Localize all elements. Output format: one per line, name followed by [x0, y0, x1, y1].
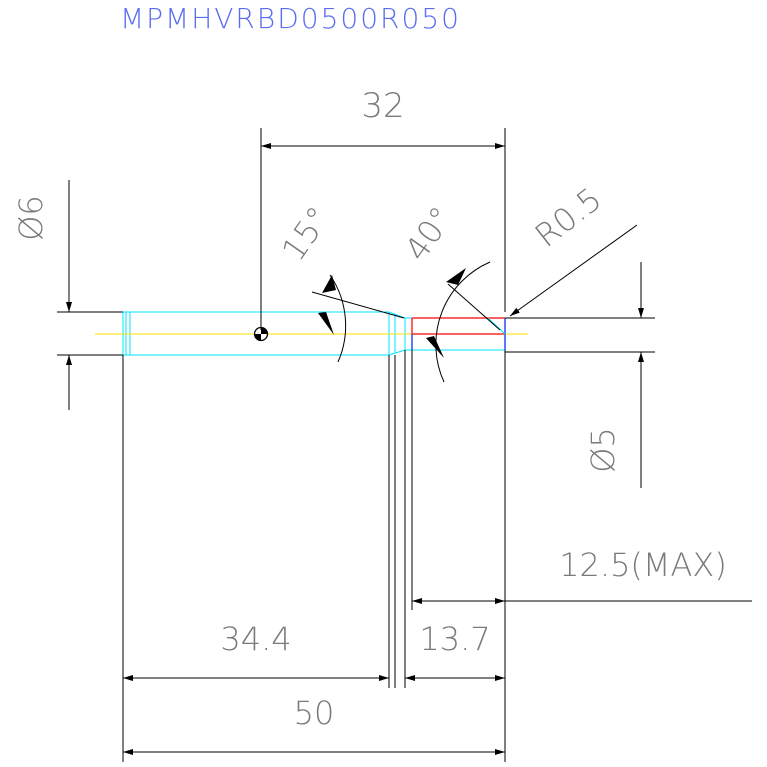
extension-lines — [122, 350, 506, 762]
dim-dia6 — [57, 180, 123, 410]
dim-angle-40-label: 40° — [397, 200, 461, 268]
drawing-title: MPMHVRBD0500R050 — [120, 2, 461, 35]
dim-max-label: 12.5(MAX) — [559, 546, 727, 584]
dim-50-label: 50 — [294, 694, 335, 732]
dim-radius — [509, 224, 638, 317]
dim-32 — [260, 128, 506, 330]
dim-radius-label: R0.5 — [528, 180, 609, 255]
dim-angle-40 — [435, 261, 501, 383]
dim-34-4-label: 34.4 — [220, 620, 291, 658]
dim-angle-15 — [311, 274, 405, 363]
dim-dia6-label: Ø6 — [12, 195, 50, 241]
dim-32-label: 32 — [361, 86, 404, 126]
dim-13-7-label: 13.7 — [419, 620, 490, 658]
dim-dia5-label: Ø5 — [584, 427, 622, 473]
center-mark — [253, 326, 269, 342]
dim-dia5 — [505, 262, 655, 488]
cutting-edge — [411, 317, 506, 350]
dim-angle-15-label: 15° — [274, 200, 338, 268]
